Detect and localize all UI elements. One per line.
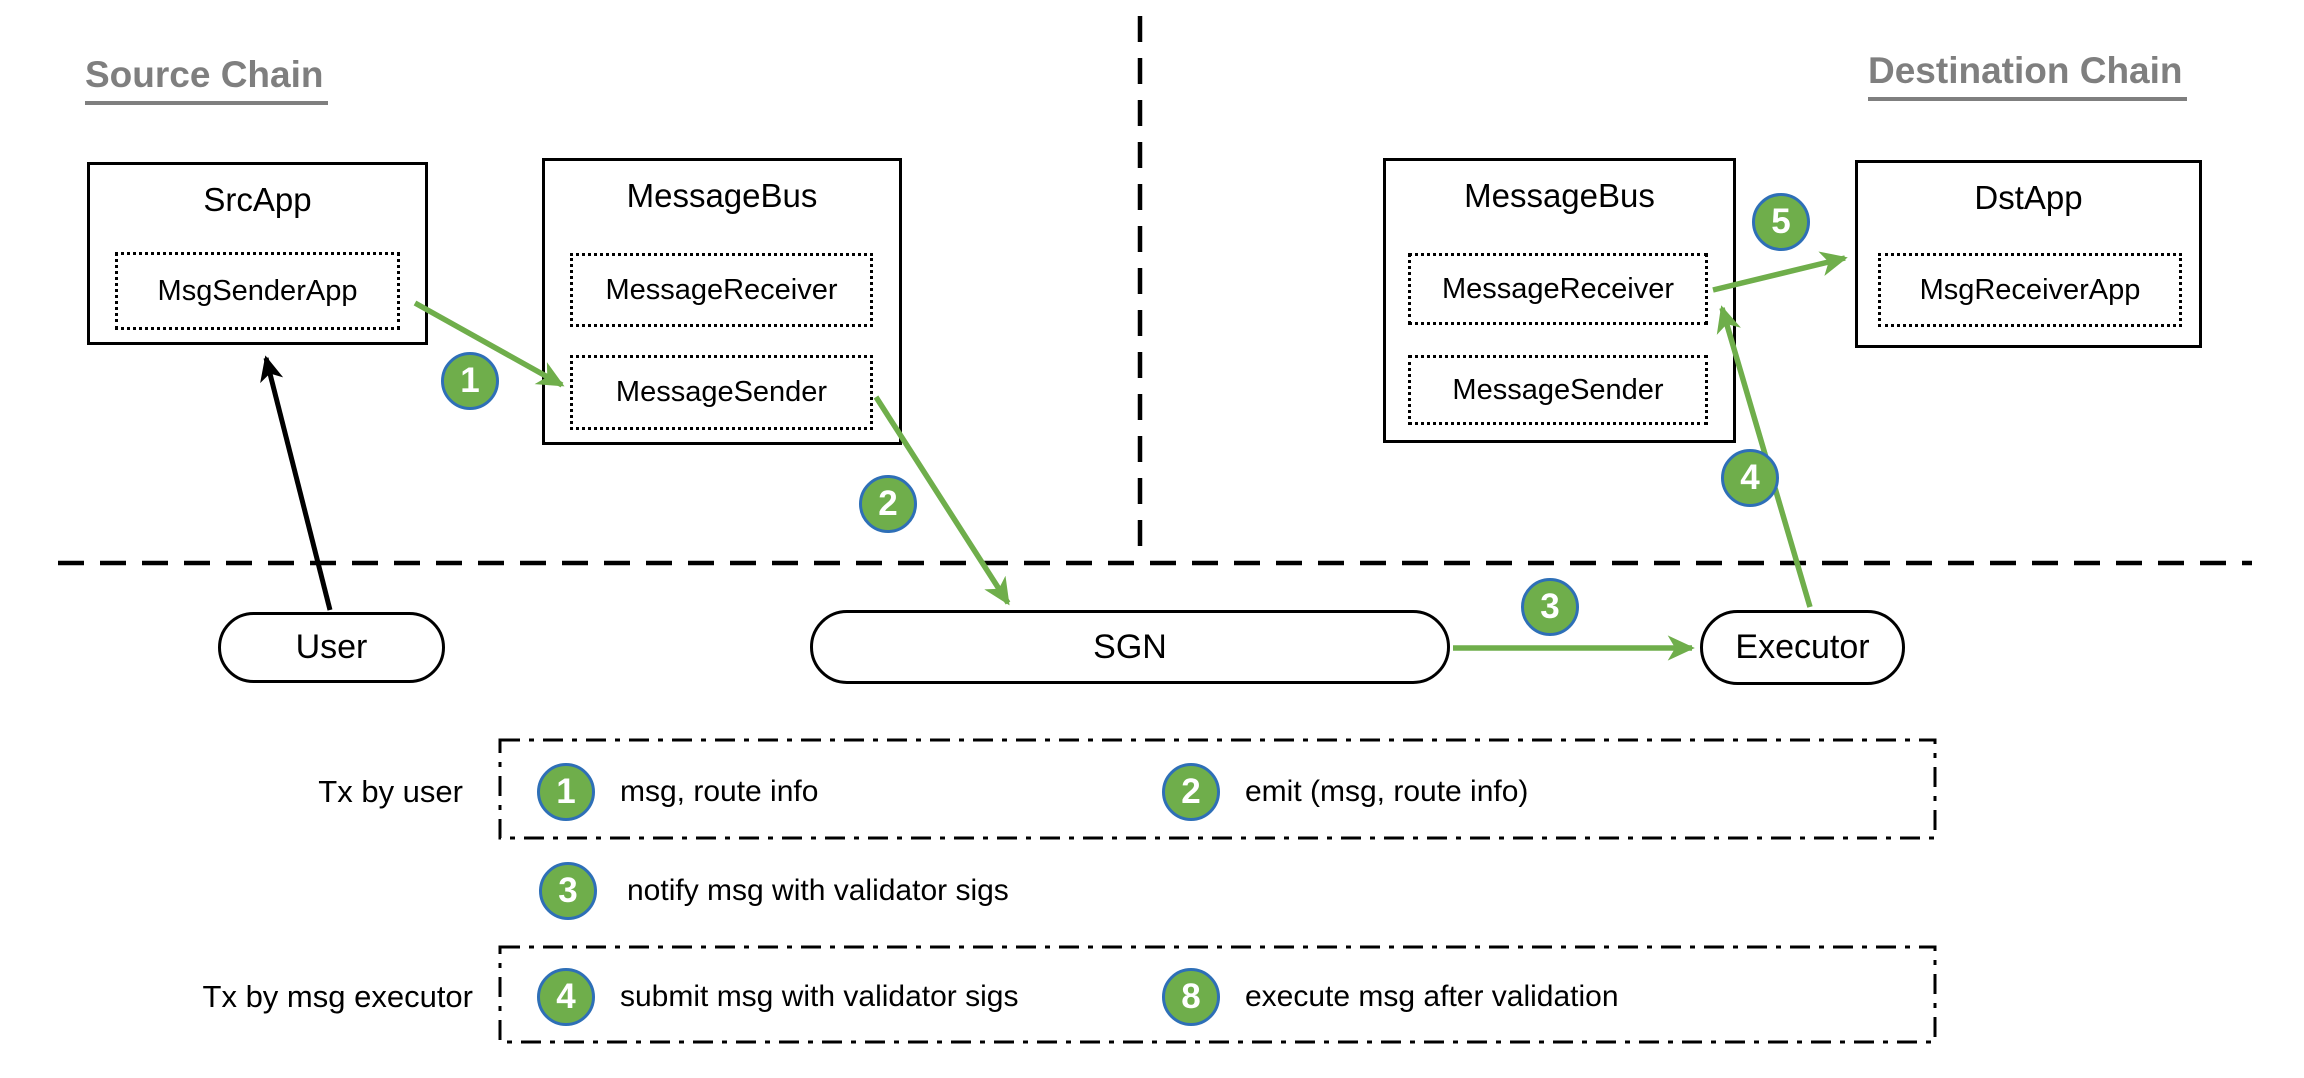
legend-step3-text: notify msg with validator sigs (627, 874, 1009, 907)
legend-step4-text: submit msg with validator sigs (620, 980, 1019, 1013)
legend-step2-badge: 2 (1162, 763, 1220, 821)
step3-badge: 3 (1521, 578, 1579, 636)
message-bus-source-title: MessageBus (626, 177, 818, 214)
msg-receiver-app-box: MsgReceiverApp (1878, 253, 2182, 327)
user-node: User (218, 612, 445, 683)
legend-step1-badge: 1 (537, 763, 595, 821)
src-app-title: SrcApp (203, 181, 312, 218)
step1-badge: 1 (441, 352, 499, 410)
step2-badge: 2 (859, 475, 917, 533)
legend-step3-badge: 3 (539, 862, 597, 920)
legend-step8-text: execute msg after validation (1245, 980, 1619, 1013)
msg-sender-app-box: MsgSenderApp (115, 252, 400, 330)
dst-app-title: DstApp (1974, 179, 2083, 216)
step4-badge: 4 (1721, 449, 1779, 507)
legend-step8-badge: 8 (1162, 968, 1220, 1026)
legend-step1-text: msg, route info (620, 775, 819, 808)
legend-step2-text: emit (msg, route info) (1245, 775, 1529, 808)
sgn-node: SGN (810, 610, 1450, 684)
destination-chain-title: Destination Chain (1868, 50, 2187, 101)
step5-badge: 5 (1752, 193, 1810, 251)
message-sender-source-box: MessageSender (570, 355, 873, 430)
message-sender-destination-box: MessageSender (1408, 355, 1708, 425)
legend-group-tx-by-executor: Tx by msg executor (202, 979, 473, 1014)
message-bus-destination-title: MessageBus (1464, 177, 1655, 214)
message-receiver-destination-box: MessageReceiver (1408, 253, 1708, 325)
message-receiver-source-box: MessageReceiver (570, 253, 873, 327)
legend-group-tx-by-user: Tx by user (318, 774, 463, 809)
legend-step4-badge: 4 (537, 968, 595, 1026)
user-to-srcapp-arrow (260, 355, 333, 611)
source-chain-title: Source Chain (85, 54, 328, 105)
executor-node: Executor (1700, 610, 1905, 685)
